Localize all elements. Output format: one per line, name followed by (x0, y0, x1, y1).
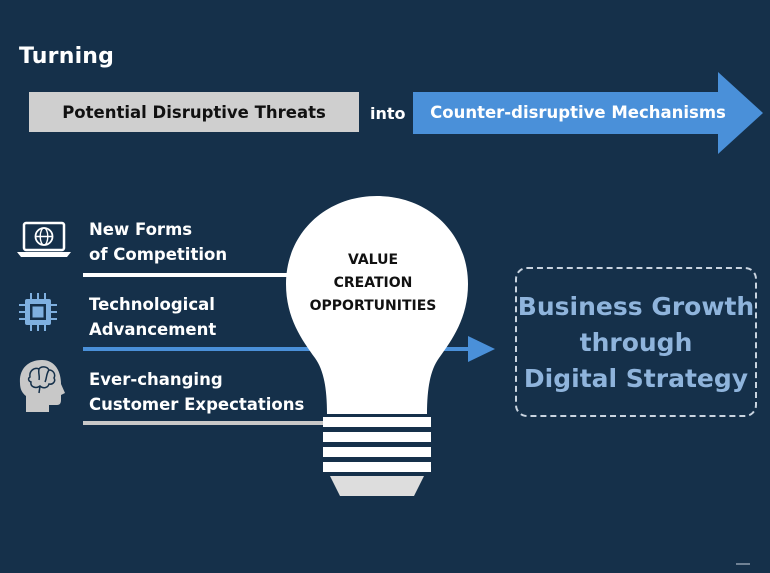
lightbulb-icon (286, 196, 468, 496)
factor-customer-label: Ever-changing Customer Expectations (89, 370, 305, 414)
competition-line (83, 273, 305, 277)
outcome-text: Business Growth through Digital Strategy (517, 292, 755, 393)
customer-line (83, 421, 325, 425)
threats-box: Potential Disruptive Threats (29, 92, 359, 132)
laptop-globe-icon (17, 221, 71, 257)
heading: Turning (19, 44, 115, 69)
outcome-box (515, 267, 757, 417)
mechanisms-arrow (413, 72, 763, 154)
technology-arrow (83, 336, 495, 362)
threats-label: Potential Disruptive Threats (62, 102, 326, 122)
processor-chip-icon (19, 293, 57, 331)
footer-mark (736, 563, 750, 565)
into-connector: into (370, 104, 406, 123)
value-creation-text: VALUE CREATION OPPORTUNITIES (309, 252, 437, 314)
factor-competition-label: New Forms of Competition (89, 220, 228, 264)
head-brain-icon (19, 360, 65, 412)
mechanisms-label: Counter-disruptive Mechanisms (430, 102, 726, 122)
factor-technology-label: Technological Advancement (89, 295, 217, 339)
